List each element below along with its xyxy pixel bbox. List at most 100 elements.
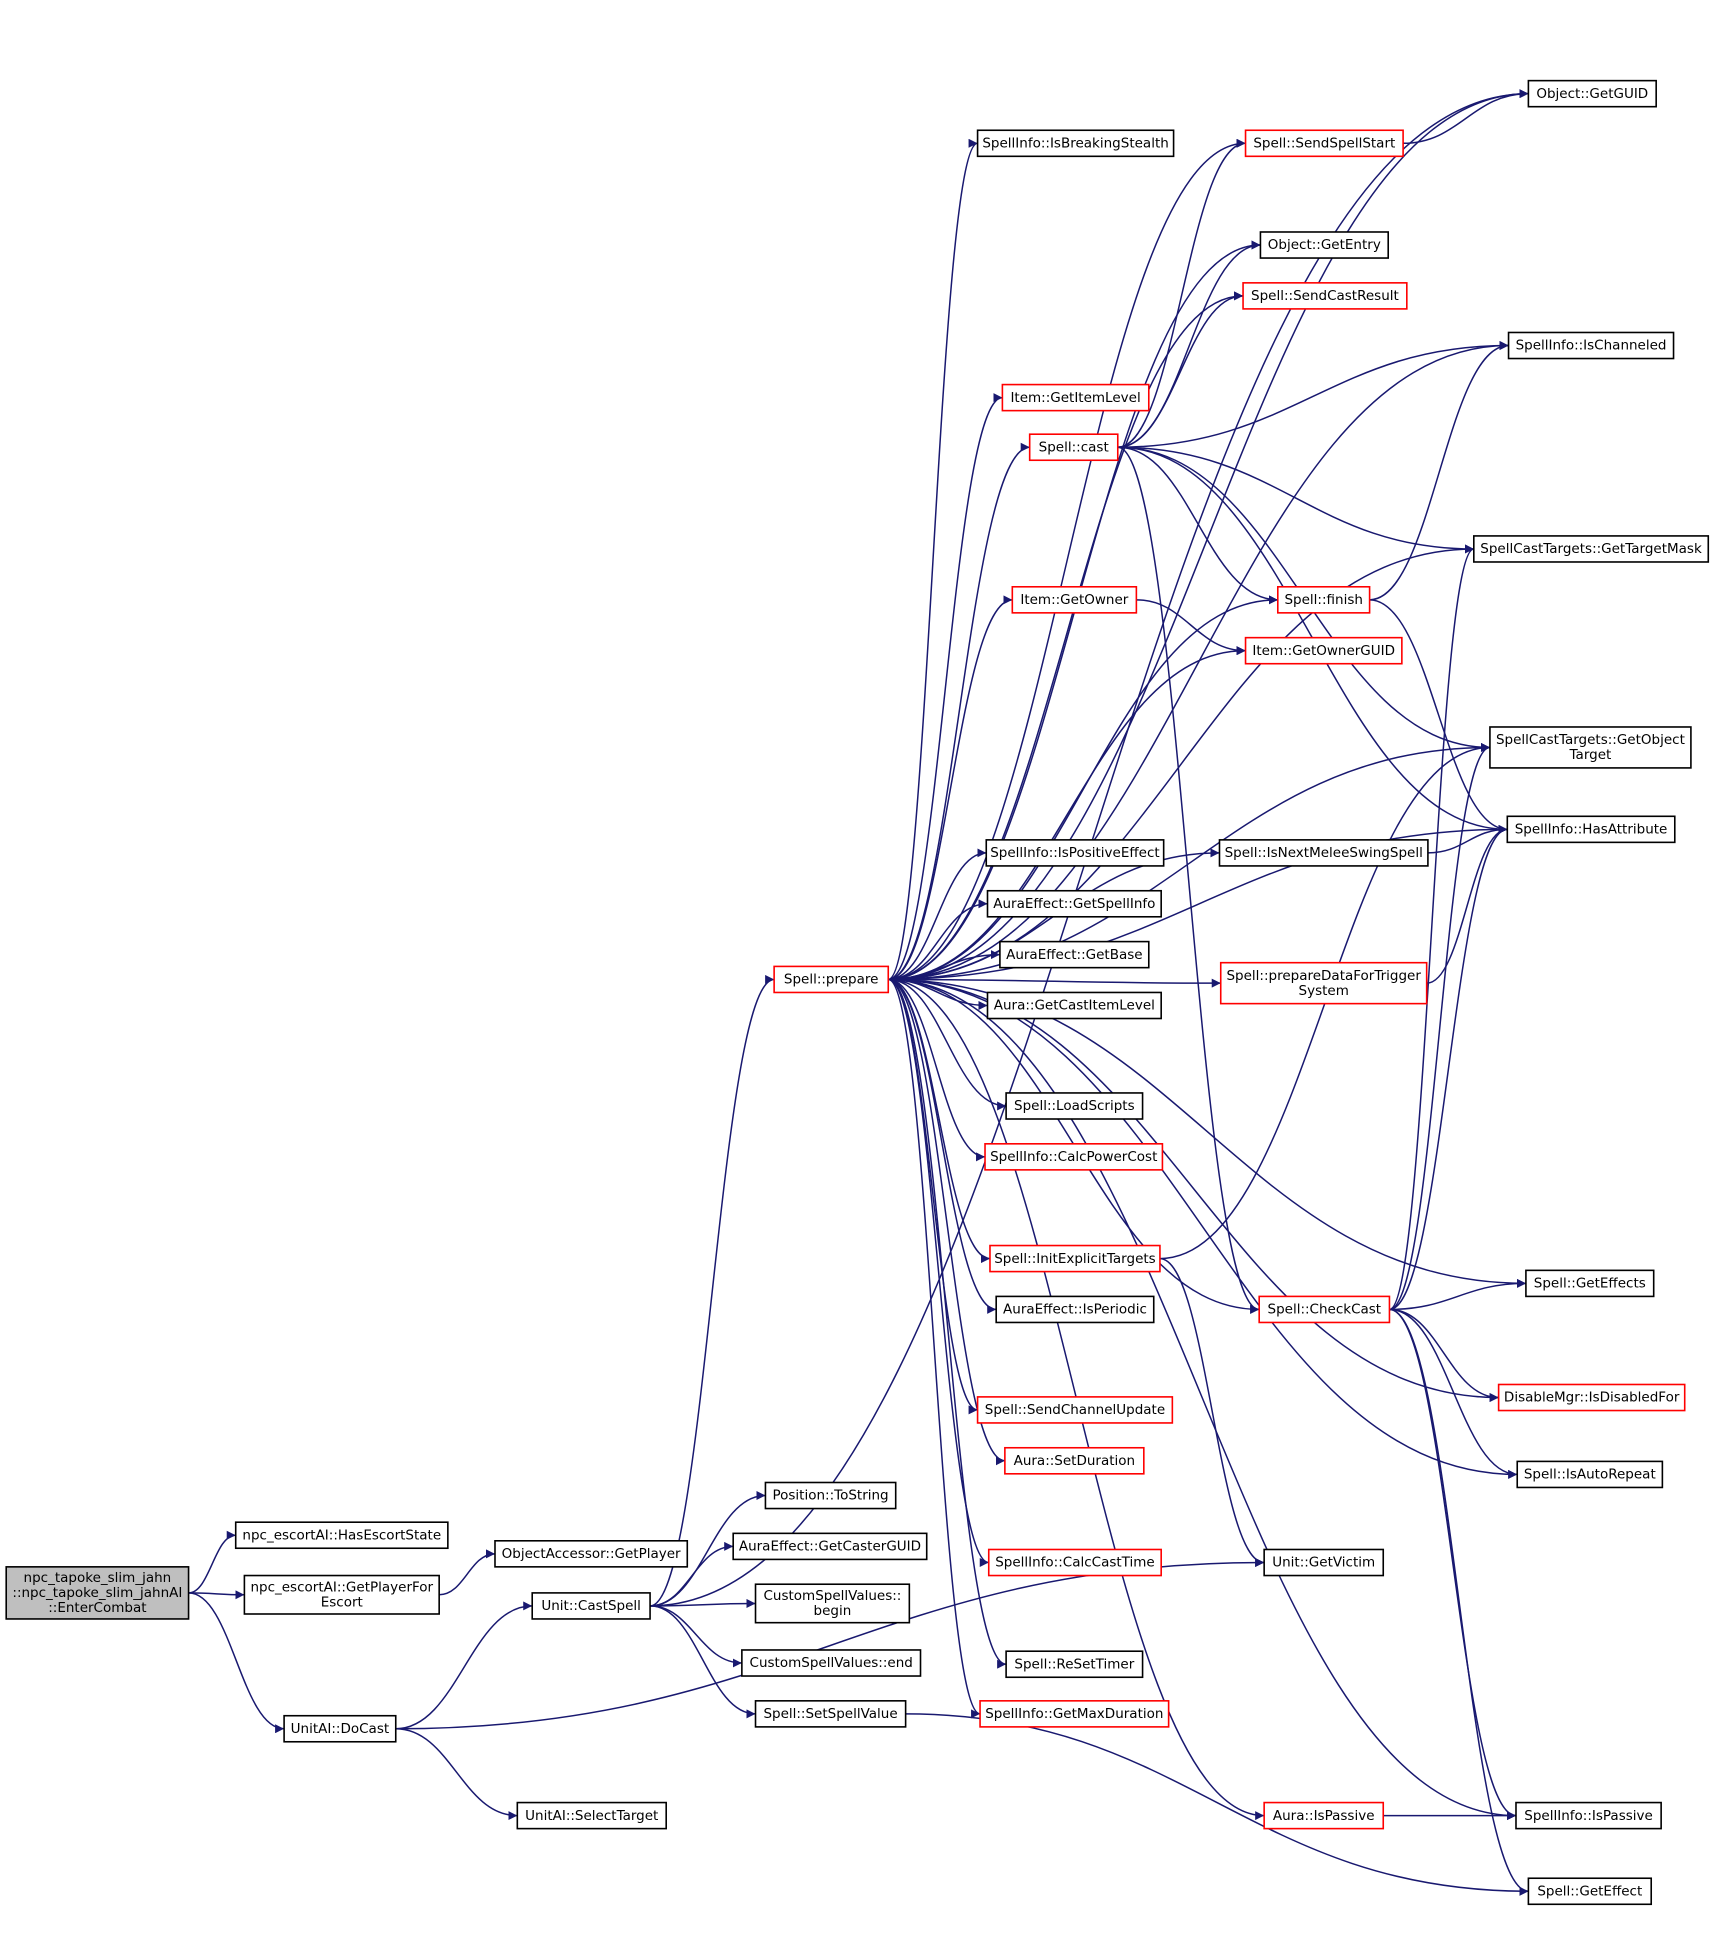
node-loadScripts[interactable]: Spell::LoadScripts [1005,1092,1144,1120]
node-box[interactable] [979,1700,1170,1728]
node-box[interactable] [989,1244,1161,1273]
node-itemGetOwner[interactable]: Item::GetOwner [1011,585,1138,614]
node-box[interactable] [1244,636,1403,665]
node-isAutoRepeat[interactable]: Spell::IsAutoRepeat [1516,1460,1664,1489]
node-getTargetMask[interactable]: SpellCastTargets::GetTargetMask [1473,535,1710,563]
node-box[interactable] [1489,726,1692,769]
node-reSetTimer[interactable]: Spell::ReSetTimer [1005,1650,1144,1679]
node-box[interactable] [1527,1877,1653,1906]
node-aeGetCasterGUID[interactable]: AuraEffect::GetCasterGUID [732,1532,928,1561]
node-csvBegin[interactable]: CustomSpellValues::begin [754,1583,911,1624]
node-aeGetBase[interactable]: AuraEffect::GetBase [999,940,1150,969]
node-box[interactable] [995,1295,1155,1324]
node-box[interactable] [999,940,1150,969]
node-getEffects[interactable]: Spell::GetEffects [1525,1269,1655,1298]
node-isBreakingStealth[interactable]: SpellInfo::IsBreakingStealth [976,129,1175,158]
node-aeGetSpellInfo[interactable]: AuraEffect::GetSpellInfo [986,889,1162,918]
node-box[interactable] [1005,1092,1144,1120]
node-sendCastResult[interactable]: Spell::SendCastResult [1242,282,1408,310]
node-box[interactable] [283,1714,397,1743]
node-box[interactable] [732,1532,928,1561]
node-box[interactable] [516,1801,667,1830]
node-box[interactable] [986,889,1162,918]
node-box[interactable] [1259,231,1390,259]
node-sendSpellStart[interactable]: Spell::SendSpellStart [1244,129,1404,158]
node-box[interactable] [976,129,1175,158]
node-box[interactable] [243,1574,440,1615]
node-selectTarget[interactable]: UnitAI::SelectTarget [516,1801,667,1830]
node-castSpell[interactable]: Unit::CastSpell [531,1592,651,1620]
node-box[interactable] [1258,1295,1391,1324]
node-box[interactable] [1004,1446,1145,1475]
node-box[interactable] [1506,815,1676,844]
node-box[interactable] [1527,79,1657,108]
node-box[interactable] [234,1521,449,1550]
node-box[interactable] [754,1700,907,1728]
node-getVictim[interactable]: Unit::GetVictim [1263,1548,1385,1577]
node-box[interactable] [1011,585,1138,614]
node-objGetEntry[interactable]: Object::GetEntry [1259,231,1390,259]
node-itemGetOwnerGUID[interactable]: Item::GetOwnerGUID [1244,636,1403,665]
node-box[interactable] [5,1566,190,1620]
node-siIsPassive[interactable]: SpellInfo::IsPassive [1515,1801,1662,1830]
node-isChanneled[interactable]: SpellInfo::IsChanneled [1507,331,1675,360]
node-isDisabledFor[interactable]: DisableMgr::IsDisabledFor [1497,1383,1686,1412]
node-initExplicitTargets[interactable]: Spell::InitExplicitTargets [989,1244,1161,1273]
node-auraSetDuration[interactable]: Aura::SetDuration [1004,1446,1145,1475]
node-box[interactable] [1244,129,1404,158]
node-box[interactable] [1525,1269,1655,1298]
node-sendChannelUpdate[interactable]: Spell::SendChannelUpdate [976,1396,1174,1424]
node-oaGetPlayer[interactable]: ObjectAccessor::GetPlayer [494,1540,689,1568]
node-auraGetCastItemLevel[interactable]: Aura::GetCastItemLevel [986,991,1162,1020]
node-prepare[interactable]: Spell::prepare [773,965,890,994]
node-box[interactable] [1005,1650,1144,1679]
node-checkCast[interactable]: Spell::CheckCast [1258,1295,1391,1324]
node-isNextMeleeSwingSpell[interactable]: Spell::IsNextMeleeSwingSpell [1218,839,1429,867]
node-box[interactable] [1218,839,1429,867]
node-posToString[interactable]: Position::ToString [764,1481,897,1510]
node-isPositiveEffect[interactable]: SpellInfo::IsPositiveEffect [985,839,1165,867]
node-box[interactable] [1473,535,1710,563]
node-box[interactable] [1497,1383,1686,1412]
node-box[interactable] [1219,961,1428,1005]
node-box[interactable] [1263,1801,1385,1830]
node-auraIsPassive[interactable]: Aura::IsPassive [1263,1801,1385,1830]
node-setSpellValue[interactable]: Spell::SetSpellValue [754,1700,907,1728]
node-box[interactable] [1001,383,1150,412]
node-box[interactable] [976,1396,1174,1424]
node-aeIsPeriodic[interactable]: AuraEffect::IsPeriodic [995,1295,1155,1324]
node-calcPowerCost[interactable]: SpellInfo::CalcPowerCost [984,1143,1164,1171]
node-box[interactable] [986,991,1162,1020]
node-box[interactable] [1242,282,1408,310]
node-getEffect[interactable]: Spell::GetEffect [1527,1877,1653,1906]
node-box[interactable] [1276,585,1371,614]
node-hasAttribute[interactable]: SpellInfo::HasAttribute [1506,815,1676,844]
node-spellFinish[interactable]: Spell::finish [1276,585,1371,614]
node-box[interactable] [773,965,890,994]
node-box[interactable] [1263,1548,1385,1577]
node-box[interactable] [987,1548,1162,1577]
node-box[interactable] [754,1583,911,1624]
node-box[interactable] [741,1649,922,1677]
node-objGetGUID[interactable]: Object::GetGUID [1527,79,1657,108]
node-box[interactable] [1516,1460,1664,1489]
node-csvEnd[interactable]: CustomSpellValues::end [741,1649,922,1677]
node-box[interactable] [494,1540,689,1568]
node-root[interactable]: npc_tapoke_slim_jahn::npc_tapoke_slim_ja… [5,1566,190,1620]
node-hasEscortState[interactable]: npc_escortAI::HasEscortState [234,1521,449,1550]
node-itemGetItemLevel[interactable]: Item::GetItemLevel [1001,383,1150,412]
node-box[interactable] [985,839,1165,867]
node-doCast[interactable]: UnitAI::DoCast [283,1714,397,1743]
node-box[interactable] [531,1592,651,1620]
node-box[interactable] [1507,331,1675,360]
node-box[interactable] [984,1143,1164,1171]
node-box[interactable] [1515,1801,1662,1830]
node-calcCastTime[interactable]: SpellInfo::CalcCastTime [987,1548,1162,1577]
node-box[interactable] [1028,433,1119,462]
node-spellCast[interactable]: Spell::cast [1028,433,1119,462]
node-box[interactable] [764,1481,897,1510]
node-getMaxDuration[interactable]: SpellInfo::GetMaxDuration [979,1700,1170,1728]
